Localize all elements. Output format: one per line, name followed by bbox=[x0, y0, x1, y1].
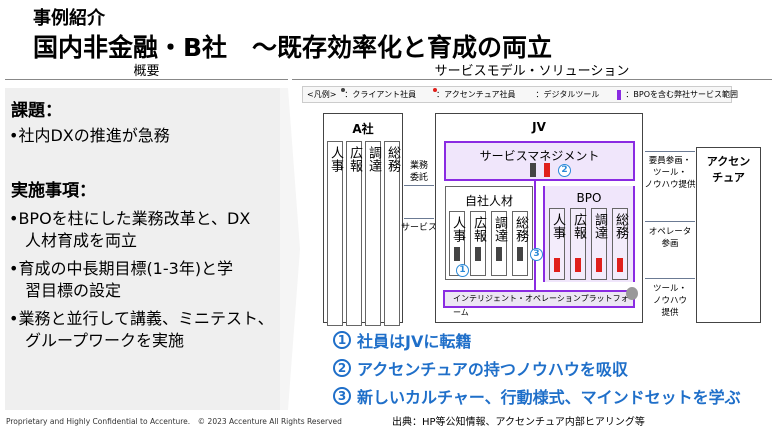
dept-column: 総務 bbox=[612, 208, 628, 280]
legend-accenture: ：アクセンチュア社員 bbox=[436, 90, 516, 99]
action-item: •育成の中長期目標(1-3年)と学 習目標の設定 bbox=[9, 259, 234, 300]
accenture-person-icon bbox=[575, 258, 581, 272]
dept-column: 人事 bbox=[449, 211, 465, 276]
jv-box: JV bbox=[435, 113, 643, 323]
client-person-icon bbox=[475, 247, 481, 261]
inhouse-box: 自社人材 人事 広報 調達 総務 1 bbox=[445, 186, 533, 280]
divider bbox=[5, 79, 288, 80]
action-item: •BPOを柱にした業務改革と、DX 人材育成を両立 bbox=[9, 209, 251, 250]
number-badge: 3 bbox=[333, 387, 351, 405]
dept-column: 人事 bbox=[549, 208, 565, 280]
platform-box: インテリジェント・オペレーションプラットフォーム bbox=[443, 290, 635, 317]
action-item: •業務と並行して講義、ミニテスト、 グループワークを実施 bbox=[9, 309, 274, 350]
number-badge: 1 bbox=[333, 331, 351, 349]
actions-title: 実施事項： bbox=[11, 181, 96, 201]
key-point: 2 アクセンチュアの持つノウハウを吸収 bbox=[333, 356, 628, 380]
platform-label: インテリジェント・オペレーションプラットフォーム bbox=[453, 294, 629, 317]
chevron-arrow-icon bbox=[280, 88, 300, 410]
key-point-text: アクセンチュアの持つノウハウを吸収 bbox=[357, 360, 628, 379]
jv-title: JV bbox=[532, 120, 546, 134]
legend-client: ：クライアント社員 bbox=[344, 90, 417, 99]
solution-heading: サービスモデル・ソリューション bbox=[434, 64, 630, 79]
service-arrow bbox=[404, 218, 434, 219]
arrow-left bbox=[645, 151, 695, 152]
issue-item: •社内DXの推進が急務 bbox=[9, 126, 170, 145]
divider bbox=[292, 79, 772, 80]
source-note: 出典：HP等公知情報、アクセンチュア内部ヒアリング等 bbox=[392, 417, 645, 428]
accenture-person-icon bbox=[596, 258, 602, 272]
dept-column: 調達 bbox=[591, 208, 607, 280]
accenture-box: アクセン チュア bbox=[696, 147, 761, 323]
accenture-person-icon bbox=[617, 258, 623, 272]
digital-tool-icon bbox=[626, 287, 638, 300]
legend-label: <凡例> bbox=[307, 90, 337, 99]
scope-box-icon bbox=[617, 89, 622, 100]
page-title: 国内非金融・B社 ～既存効率化と育成の両立 bbox=[33, 33, 553, 62]
service-label: サービス bbox=[400, 223, 437, 233]
dept-column: 総務 bbox=[512, 211, 528, 276]
key-point: 3 新しいカルチャー、行動様式、マインドセットを学ぶ bbox=[333, 384, 741, 408]
a-company-title: A社 bbox=[352, 122, 374, 136]
legend-tool: ：デジタルツール bbox=[535, 90, 600, 99]
accenture-title: アクセン チュア bbox=[706, 155, 751, 184]
service-management-box: サービスマネジメント 2 bbox=[444, 141, 635, 181]
overview-panel: 課題： •社内DXの推進が急務 実施事項： •BPOを柱にした業務改革と、DX … bbox=[5, 88, 285, 410]
key-point-text: 社員はJVに転籍 bbox=[357, 332, 472, 351]
arrow-left bbox=[645, 221, 695, 222]
service-management-label: サービスマネジメント bbox=[479, 149, 600, 163]
dept-column: 総務 bbox=[384, 141, 400, 326]
issue-title: 課題： bbox=[11, 101, 62, 121]
arrow-left bbox=[645, 278, 695, 279]
marker-2: 2 bbox=[558, 164, 571, 177]
key-point: 1 社員はJVに転籍 bbox=[333, 328, 471, 352]
dept-column: 広報 bbox=[470, 211, 486, 276]
dept-column: 調達 bbox=[491, 211, 507, 276]
scope-border bbox=[534, 181, 536, 294]
overview-heading: 概要 bbox=[133, 64, 160, 79]
outsource-label: 業務 委託 bbox=[409, 161, 428, 183]
dept-column: 人事 bbox=[327, 141, 343, 326]
outsource-arrow bbox=[404, 185, 434, 186]
client-person-icon bbox=[517, 247, 523, 261]
kicker: 事例紹介 bbox=[33, 8, 105, 29]
bpo-box: BPO 人事 広報 調達 総務 bbox=[543, 186, 635, 282]
client-person-icon bbox=[496, 247, 502, 261]
inhouse-label: 自社人材 bbox=[464, 194, 513, 208]
number-badge: 2 bbox=[333, 359, 351, 377]
dept-column: 広報 bbox=[570, 208, 586, 280]
key-point-text: 新しいカルチャー、行動様式、マインドセットを学ぶ bbox=[357, 388, 741, 407]
legend-scope: ：BPOを含む弊社サービス範囲 bbox=[625, 90, 738, 99]
client-person-icon bbox=[530, 163, 536, 177]
client-person-icon bbox=[454, 247, 460, 261]
arrow-label: ツール・ ノウハウ 提供 bbox=[652, 284, 687, 318]
legend: <凡例> ：クライアント社員 ：アクセンチュア社員 ：デジタルツール ：BPOを… bbox=[302, 86, 738, 103]
accenture-person-icon bbox=[554, 258, 560, 272]
bpo-label: BPO bbox=[576, 191, 602, 205]
marker-1: 1 bbox=[456, 264, 469, 277]
dept-column: 広報 bbox=[346, 141, 362, 326]
a-company-box: A社 人事 広報 調達 総務 bbox=[323, 113, 403, 326]
marker-3: 3 bbox=[530, 248, 543, 261]
accenture-person-icon bbox=[544, 163, 550, 177]
arrow-label: オペレータ 参画 bbox=[648, 227, 692, 249]
confidential-notice: Proprietary and Highly Confidential to A… bbox=[6, 417, 342, 426]
arrow-label: 要員参画・ ツール・ ノウハウ提供 bbox=[644, 156, 696, 190]
dept-column: 調達 bbox=[365, 141, 381, 326]
